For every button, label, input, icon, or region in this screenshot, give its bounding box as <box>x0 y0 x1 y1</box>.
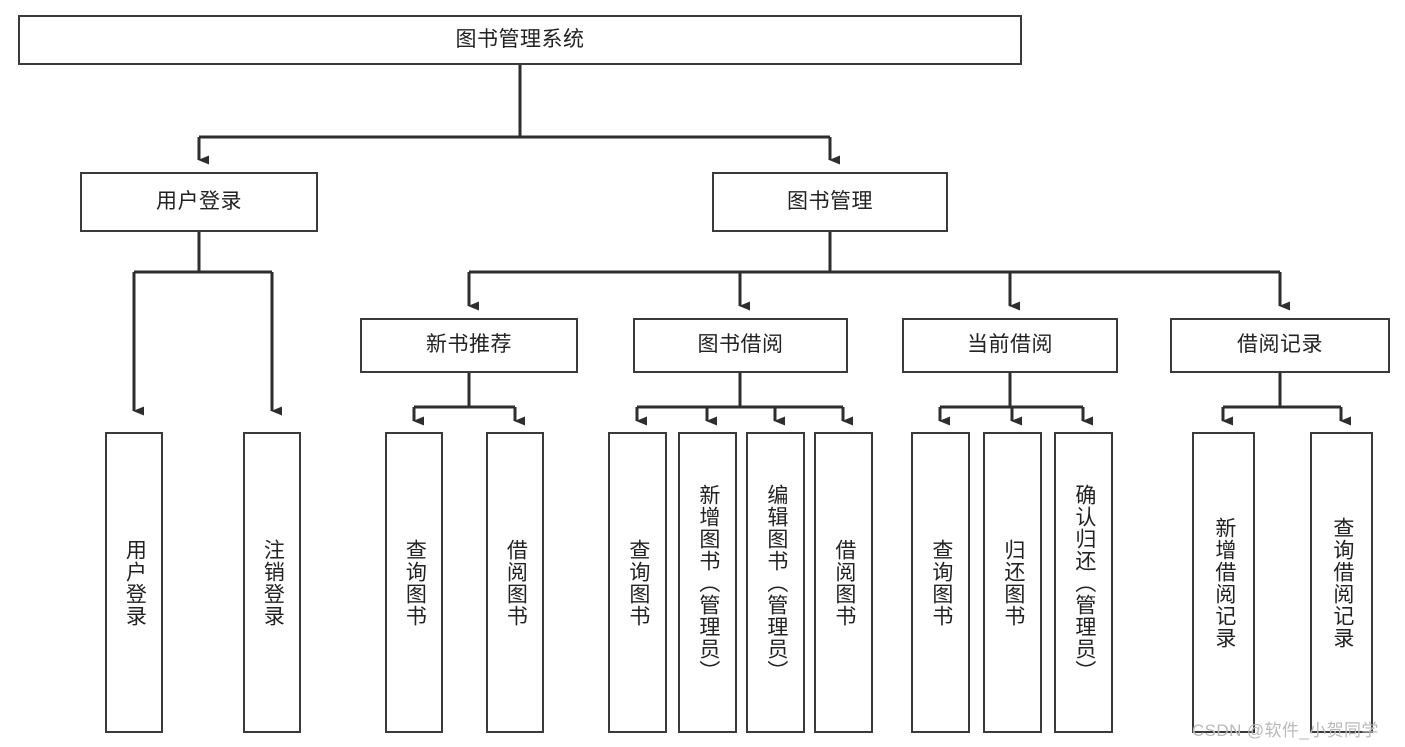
node-new-book-recommend[interactable]: 新书推荐 <box>360 318 578 373</box>
node-leaf-add-borrow-record-label: 新增借阅记录 <box>1212 516 1236 649</box>
node-user-login[interactable]: 用户登录 <box>80 172 318 232</box>
node-leaf-borrow-book[interactable]: 借阅图书 <box>814 432 873 733</box>
node-current-borrow[interactable]: 当前借阅 <box>902 318 1118 373</box>
node-leaf-user-logout[interactable]: 注销登录 <box>243 432 301 733</box>
node-leaf-confirm-return-admin-label: 确认归还（管理员） <box>1072 483 1096 682</box>
node-leaf-query-book-recommend-label: 查询图书 <box>403 538 427 627</box>
node-root[interactable]: 图书管理系统 <box>18 15 1022 65</box>
node-leaf-user-login-label: 用户登录 <box>123 538 147 627</box>
node-book-borrow-label: 图书借阅 <box>697 333 784 357</box>
node-leaf-return-book-label: 归还图书 <box>1001 538 1025 627</box>
node-leaf-edit-book-admin-label: 编辑图书（管理员） <box>764 483 788 682</box>
node-root-label: 图书管理系统 <box>455 27 585 51</box>
node-new-book-recommend-label: 新书推荐 <box>426 333 512 357</box>
node-book-borrow[interactable]: 图书借阅 <box>633 318 848 373</box>
node-leaf-user-login[interactable]: 用户登录 <box>105 432 163 733</box>
node-leaf-user-logout-label: 注销登录 <box>261 538 285 627</box>
node-leaf-borrow-book-recommend[interactable]: 借阅图书 <box>486 432 544 733</box>
node-leaf-query-borrow-record[interactable]: 查询借阅记录 <box>1310 432 1373 733</box>
node-leaf-add-borrow-record[interactable]: 新增借阅记录 <box>1192 432 1255 733</box>
node-borrow-records[interactable]: 借阅记录 <box>1170 318 1390 373</box>
node-leaf-query-book-borrow[interactable]: 查询图书 <box>608 432 667 733</box>
node-leaf-edit-book-admin[interactable]: 编辑图书（管理员） <box>746 432 805 733</box>
node-book-management-label: 图书管理 <box>787 189 873 213</box>
node-leaf-add-book-admin-label: 新增图书（管理员） <box>696 483 720 682</box>
node-leaf-borrow-book-label: 借阅图书 <box>832 538 856 627</box>
node-leaf-query-borrow-record-label: 查询借阅记录 <box>1330 516 1354 649</box>
node-leaf-confirm-return-admin[interactable]: 确认归还（管理员） <box>1054 432 1113 733</box>
node-current-borrow-label: 当前借阅 <box>967 333 1053 357</box>
node-leaf-return-book[interactable]: 归还图书 <box>983 432 1042 733</box>
node-book-management[interactable]: 图书管理 <box>712 172 948 232</box>
node-leaf-borrow-book-recommend-label: 借阅图书 <box>504 538 528 627</box>
csdn-watermark: CSDN @软件_小贺同学 <box>1192 721 1379 740</box>
node-leaf-query-book-recommend[interactable]: 查询图书 <box>385 432 443 733</box>
node-borrow-records-label: 借阅记录 <box>1237 333 1323 357</box>
node-leaf-query-book-borrow-label: 查询图书 <box>626 538 650 627</box>
node-user-login-label: 用户登录 <box>156 189 242 213</box>
node-leaf-query-book-current[interactable]: 查询图书 <box>911 432 970 733</box>
node-leaf-query-book-current-label: 查询图书 <box>929 538 953 627</box>
node-leaf-add-book-admin[interactable]: 新增图书（管理员） <box>678 432 737 733</box>
